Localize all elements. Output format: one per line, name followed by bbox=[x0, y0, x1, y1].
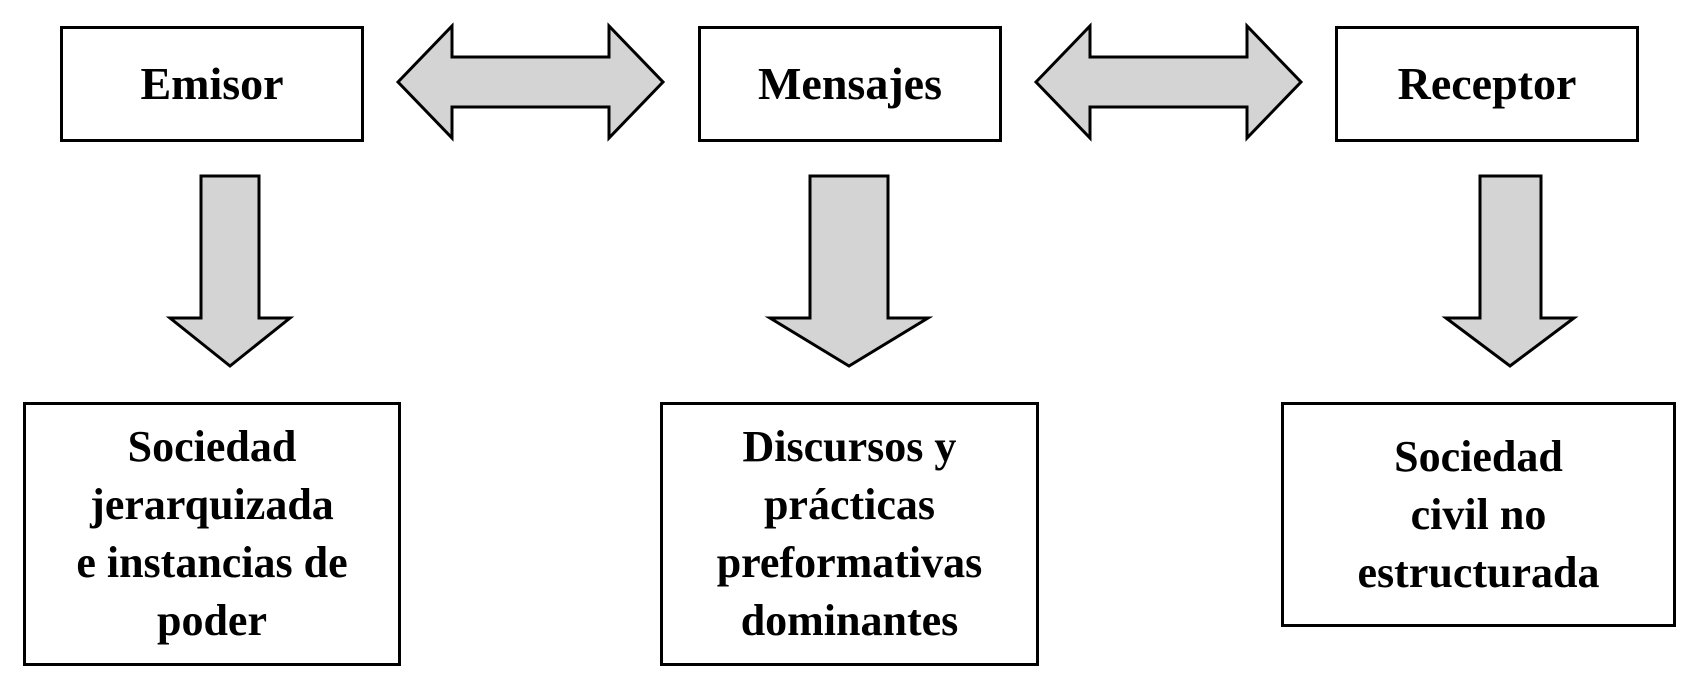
emisor-description-line: e instancias de bbox=[76, 538, 348, 587]
mensajes-description-box: Discursos y prácticas preformativas domi… bbox=[660, 402, 1039, 666]
receptor-description-box: Sociedad civil no estructurada bbox=[1281, 402, 1676, 627]
double-arrow-emisor-mensajes bbox=[395, 22, 666, 142]
double-arrow-mensajes-receptor bbox=[1033, 22, 1304, 142]
emisor-description-line: poder bbox=[156, 596, 267, 645]
receptor-box: Receptor bbox=[1335, 26, 1639, 142]
down-arrow-receptor bbox=[1441, 174, 1579, 368]
mensajes-label: Mensajes bbox=[758, 58, 942, 109]
mensajes-description-line: preformativas bbox=[716, 538, 983, 587]
down-arrow-mensajes bbox=[764, 174, 934, 368]
mensajes-box: Mensajes bbox=[698, 26, 1002, 142]
mensajes-description-line: Discursos y bbox=[742, 422, 957, 471]
receptor-description-line: civil no bbox=[1410, 489, 1547, 539]
emisor-description-text: Sociedad jerarquizada e instancias de po… bbox=[76, 418, 347, 650]
mensajes-description-text: Discursos y prácticas preformativas domi… bbox=[717, 418, 983, 650]
emisor-description-line: jerarquizada bbox=[90, 480, 334, 529]
receptor-description-line: Sociedad bbox=[1394, 431, 1563, 481]
emisor-description-box: Sociedad jerarquizada e instancias de po… bbox=[23, 402, 401, 666]
down-arrow-emisor bbox=[165, 174, 295, 368]
mensajes-description-line: prácticas bbox=[763, 480, 936, 529]
emisor-description-line: Sociedad bbox=[127, 422, 297, 471]
mensajes-description-line: dominantes bbox=[740, 596, 959, 645]
emisor-box: Emisor bbox=[60, 26, 364, 142]
receptor-description-line: estructurada bbox=[1357, 547, 1600, 597]
receptor-description-text: Sociedad civil no estructurada bbox=[1358, 428, 1600, 602]
emisor-label: Emisor bbox=[140, 58, 284, 109]
receptor-label: Receptor bbox=[1397, 58, 1577, 109]
